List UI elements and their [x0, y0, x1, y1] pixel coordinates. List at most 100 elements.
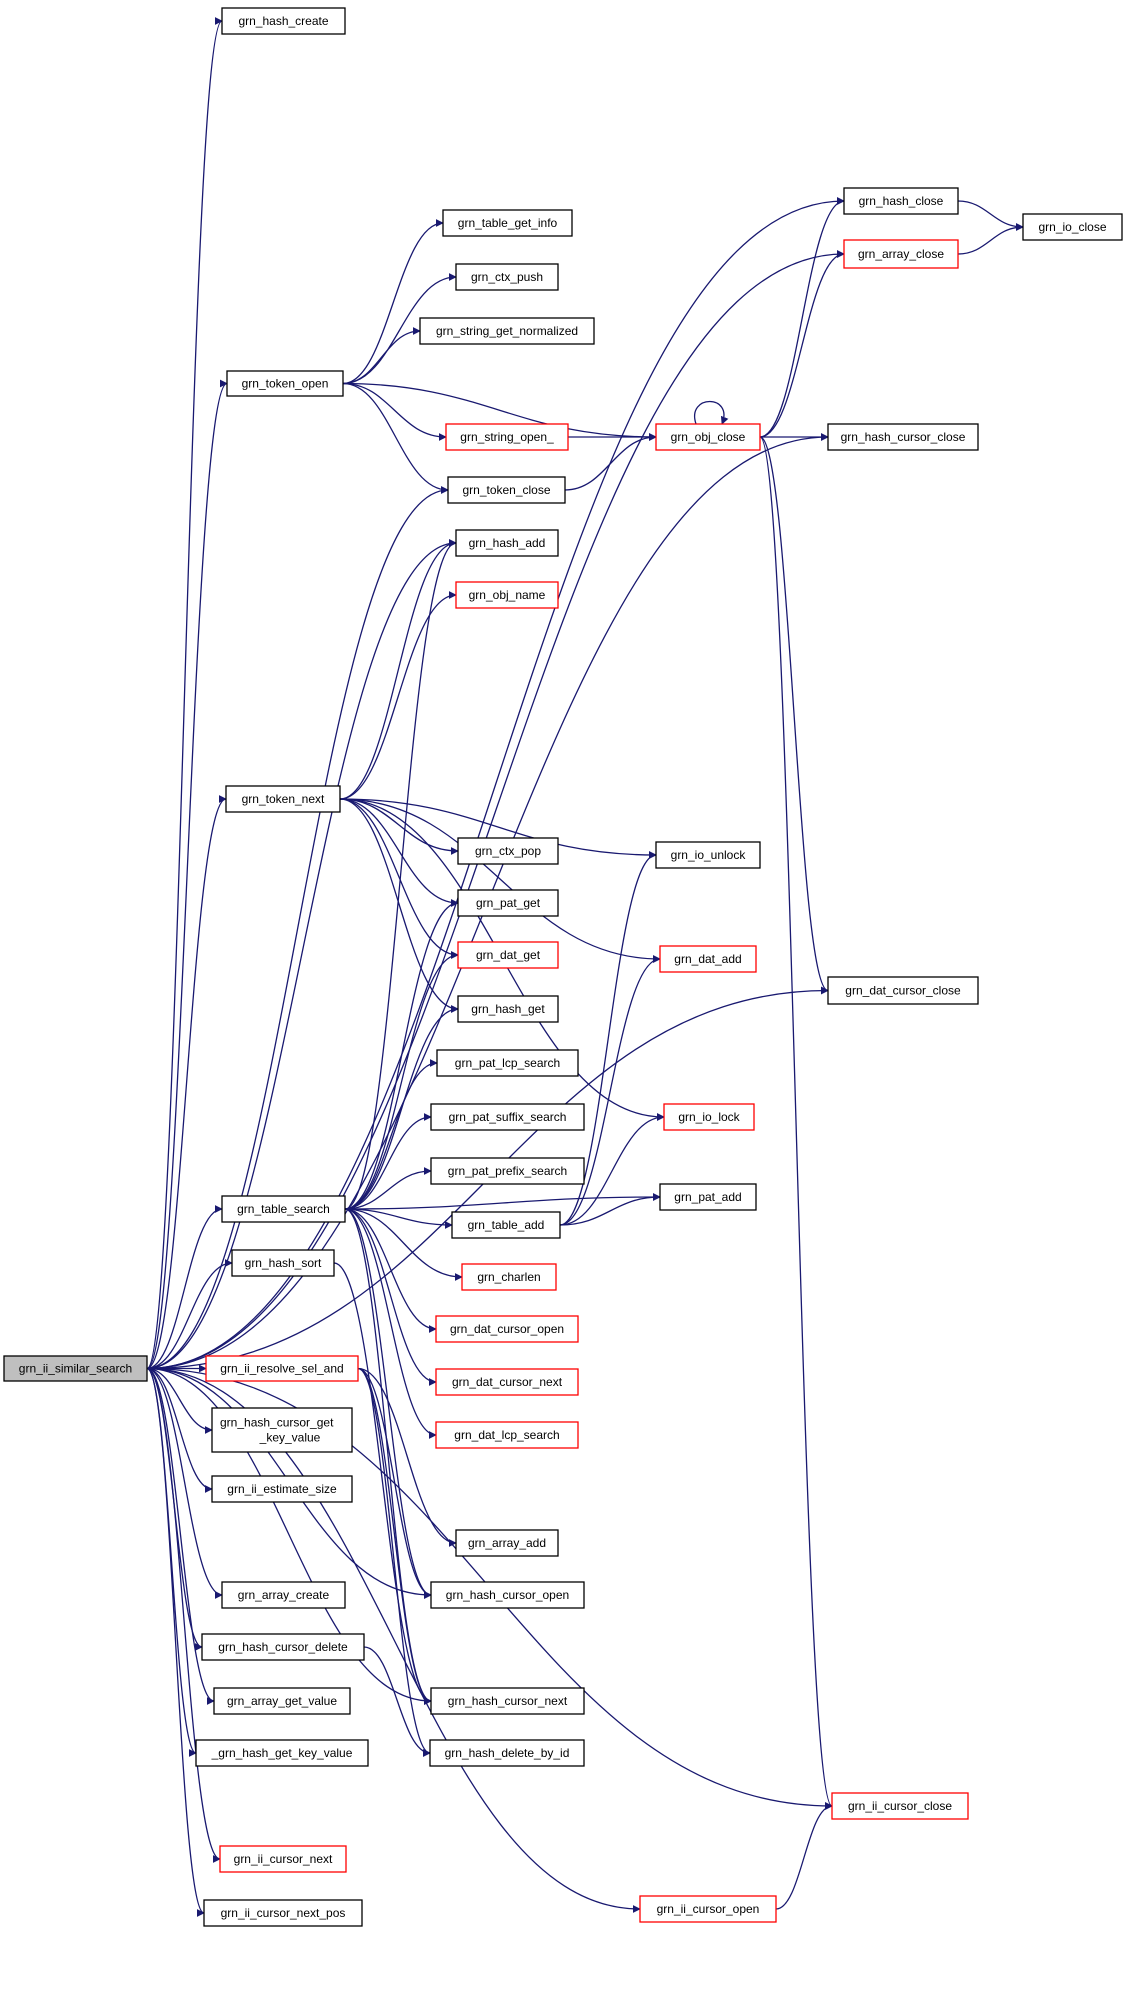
node-grn_hash_delete_by_id[interactable]: grn_hash_delete_by_id: [429, 1739, 585, 1767]
node-grn_ctx_push[interactable]: grn_ctx_push: [455, 263, 559, 291]
edge-grn_token_next-to-grn_ctx_pop: [339, 798, 459, 855]
node-label-grn_ctx_pop: grn_ctx_pop: [475, 844, 541, 858]
node-grn_pat_lcp_search[interactable]: grn_pat_lcp_search: [436, 1049, 579, 1077]
node-box-grn_hash_cursor_open: [430, 1581, 585, 1609]
edge-grn_token_open-to-grn_table_get_info: [342, 219, 444, 385]
node-label-grn_pat_prefix_search: grn_pat_prefix_search: [448, 1164, 567, 1178]
node-label-grn_pat_lcp_search: grn_pat_lcp_search: [455, 1056, 560, 1070]
node-grn_obj_close[interactable]: grn_obj_close: [655, 423, 761, 451]
node-grn_ii_cursor_next[interactable]: grn_ii_cursor_next: [219, 1845, 347, 1873]
edge-grn_table_add-to-grn_io_lock: [559, 1113, 665, 1226]
node-grn_charlen[interactable]: grn_charlen: [461, 1263, 557, 1291]
node-grn_ii_estimate_size[interactable]: grn_ii_estimate_size: [211, 1475, 353, 1503]
node-box-grn_hash_cursor_delete: [201, 1633, 365, 1661]
node-grn_array_close[interactable]: grn_array_close: [843, 239, 959, 269]
node-label-grn_hash_cursor_close: grn_hash_cursor_close: [841, 430, 966, 444]
node-box-grn_io_close: [1022, 213, 1123, 241]
node-box-grn_array_close: [843, 239, 959, 269]
node-label-grn_hash_cursor_open: grn_hash_cursor_open: [446, 1588, 569, 1602]
node-label-grn_ii_resolve_sel_and: grn_ii_resolve_sel_and: [220, 1362, 343, 1376]
node-grn_table_search[interactable]: grn_table_search: [221, 1195, 346, 1223]
node-label-grn_hash_get: grn_hash_get: [471, 1002, 545, 1016]
node-grn_dat_lcp_search[interactable]: grn_dat_lcp_search: [435, 1421, 579, 1449]
edge-grn_obj_close-to-grn_ii_cursor_close: [759, 436, 833, 1810]
node-grn_hash_cursor_delete[interactable]: grn_hash_cursor_delete: [201, 1633, 365, 1661]
node-grn_pat_prefix_search[interactable]: grn_pat_prefix_search: [430, 1157, 585, 1185]
node-grn_dat_cursor_open[interactable]: grn_dat_cursor_open: [435, 1315, 579, 1343]
node-grn_pat_add[interactable]: grn_pat_add: [659, 1183, 757, 1211]
edge-grn_table_add-to-grn_pat_add: [559, 1193, 661, 1226]
node-label-grn_token_close: grn_token_close: [462, 483, 550, 497]
node-box-grn_hash_create: [221, 7, 346, 35]
edge-grn_ii_resolve_sel_and-to-grn_hash_cursor_open: [357, 1367, 432, 1599]
edge-grn_ii_similar_search-to-grn_ii_cursor_next_pos: [146, 1367, 205, 1917]
node-grn_hash_create[interactable]: grn_hash_create: [221, 7, 346, 35]
node-grn_hash_cursor_get_key_value[interactable]: grn_hash_cursor_get_key_value: [211, 1407, 353, 1453]
edge-grn_token_next-to-grn_hash_get: [339, 798, 459, 1013]
node-box-grn_hash_delete_by_id: [429, 1739, 585, 1767]
node-box-grn_string_open_: [445, 423, 569, 451]
node-label-grn_string_open_: grn_string_open_: [460, 430, 554, 444]
node-grn_table_add[interactable]: grn_table_add: [451, 1211, 561, 1239]
node-grn_ii_cursor_next_pos[interactable]: grn_ii_cursor_next_pos: [203, 1899, 363, 1927]
node-grn_ii_similar_search[interactable]: grn_ii_similar_search: [3, 1355, 148, 1382]
node-grn_obj_name[interactable]: grn_obj_name: [455, 581, 559, 609]
node-grn_array_get_value[interactable]: grn_array_get_value: [213, 1687, 351, 1715]
node-label-grn_dat_add: grn_dat_add: [674, 952, 741, 966]
edge-grn_token_next-to-grn_pat_get: [339, 798, 459, 907]
node-box-grn_pat_lcp_search: [436, 1049, 579, 1077]
node-grn_token_open[interactable]: grn_token_open: [226, 370, 344, 397]
node-label-grn_obj_close: grn_obj_close: [671, 430, 746, 444]
node-grn_io_unlock[interactable]: grn_io_unlock: [655, 841, 761, 869]
node-grn_string_get_normalized[interactable]: grn_string_get_normalized: [419, 317, 595, 345]
node-grn_hash_close[interactable]: grn_hash_close: [843, 187, 959, 215]
node-grn_token_next[interactable]: grn_token_next: [225, 785, 341, 813]
node-grn_hash_cursor_open[interactable]: grn_hash_cursor_open: [430, 1581, 585, 1609]
node-grn_table_get_info[interactable]: grn_table_get_info: [442, 209, 573, 237]
node-label-grn_dat_lcp_search: grn_dat_lcp_search: [454, 1428, 559, 1442]
node-grn_hash_sort[interactable]: grn_hash_sort: [231, 1249, 335, 1277]
edge-grn_array_close-to-grn_io_close: [957, 223, 1024, 255]
node-grn_pat_suffix_search[interactable]: grn_pat_suffix_search: [430, 1103, 585, 1131]
node-grn_dat_add[interactable]: grn_dat_add: [659, 945, 757, 973]
node-grn_ctx_pop[interactable]: grn_ctx_pop: [457, 837, 559, 865]
node-grn_dat_get[interactable]: grn_dat_get: [457, 941, 559, 969]
edge-grn_ii_similar_search-to-grn_hash_sort: [146, 1259, 233, 1370]
node-grn_ii_resolve_sel_and[interactable]: grn_ii_resolve_sel_and: [205, 1355, 359, 1382]
node-grn_io_lock[interactable]: grn_io_lock: [663, 1103, 755, 1131]
edge-grn_ii_similar_search-to-grn_array_close: [146, 250, 845, 1370]
node-label-grn_hash_delete_by_id: grn_hash_delete_by_id: [445, 1746, 570, 1760]
node-grn_hash_cursor_next[interactable]: grn_hash_cursor_next: [430, 1687, 585, 1715]
node-label-grn_ii_cursor_close: grn_ii_cursor_close: [848, 1799, 952, 1813]
edge-grn_ii_similar_search-to-grn_hash_create: [146, 17, 223, 1370]
edge-grn_ii_similar_search-to-grn_token_next: [146, 795, 227, 1370]
node-grn_io_close[interactable]: grn_io_close: [1022, 213, 1123, 241]
edge-grn_ii_similar_search-to-_grn_hash_get_key_value: [146, 1367, 197, 1757]
edges-layer: [146, 17, 1024, 1917]
edge-grn_table_search-to-grn_hash_add: [344, 539, 457, 1210]
node-grn_array_create[interactable]: grn_array_create: [221, 1581, 346, 1609]
node-grn_dat_cursor_next[interactable]: grn_dat_cursor_next: [435, 1368, 579, 1396]
node-grn_hash_get[interactable]: grn_hash_get: [457, 995, 559, 1023]
node-label-grn_ii_estimate_size: grn_ii_estimate_size: [227, 1482, 337, 1496]
node-box-grn_ii_similar_search: [3, 1355, 148, 1382]
node-grn_ii_cursor_close[interactable]: grn_ii_cursor_close: [831, 1792, 969, 1820]
node-label-grn_pat_get: grn_pat_get: [476, 896, 541, 910]
node-grn_dat_cursor_close[interactable]: grn_dat_cursor_close: [827, 976, 979, 1005]
edge-grn_table_add-to-grn_dat_add: [559, 955, 661, 1226]
edge-grn_token_next-to-grn_hash_add: [339, 539, 457, 800]
node-box-grn_ii_cursor_next_pos: [203, 1899, 363, 1927]
node-grn_hash_add[interactable]: grn_hash_add: [455, 529, 559, 557]
node-grn_string_open_[interactable]: grn_string_open_: [445, 423, 569, 451]
node-box-grn_hash_close: [843, 187, 959, 215]
edge-grn_token_open-to-grn_string_get_normalized: [342, 327, 421, 385]
edge-grn_table_search-to-grn_dat_cursor_open: [344, 1208, 437, 1333]
node-grn_ii_cursor_open[interactable]: grn_ii_cursor_open: [639, 1895, 777, 1923]
node-grn_token_close[interactable]: grn_token_close: [447, 476, 566, 504]
node-_grn_hash_get_key_value[interactable]: _grn_hash_get_key_value: [195, 1739, 369, 1767]
edge-grn_ii_similar_search-to-grn_ii_estimate_size: [146, 1367, 213, 1493]
node-grn_array_add[interactable]: grn_array_add: [455, 1529, 559, 1557]
node-grn_pat_get[interactable]: grn_pat_get: [457, 889, 559, 917]
node-label-grn_table_search: grn_table_search: [237, 1202, 330, 1216]
node-grn_hash_cursor_close[interactable]: grn_hash_cursor_close: [827, 423, 979, 451]
